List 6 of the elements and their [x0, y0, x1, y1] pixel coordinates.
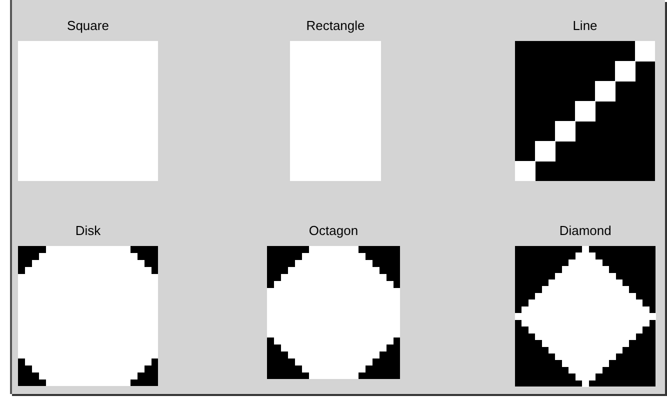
shape-label: Rectangle	[306, 17, 365, 35]
shape-label: Octagon	[308, 222, 358, 240]
shape-label: Disk	[75, 222, 101, 240]
shape-label: Line	[572, 17, 598, 35]
shape-label: Diamond	[559, 222, 612, 240]
shape-label: Square	[67, 17, 109, 35]
